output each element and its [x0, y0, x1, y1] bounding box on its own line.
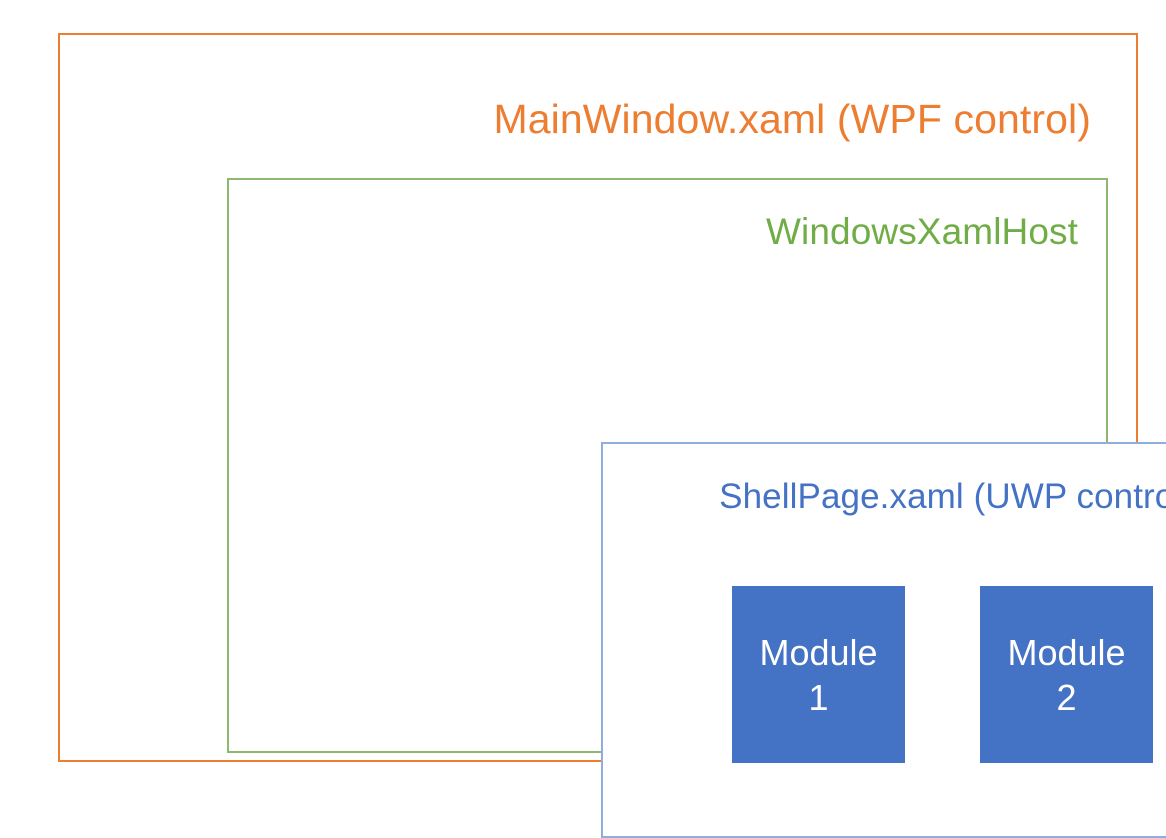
module-1-label-line1: Module: [759, 631, 878, 673]
module-2-label-line1: Module: [1007, 631, 1126, 673]
diagram-canvas: MainWindow.xaml (WPF control) WindowsXam…: [58, 33, 1166, 838]
windows-xaml-host-container: WindowsXamlHost ShellPage.xaml (UWP cont…: [227, 178, 1166, 838]
main-window-title: MainWindow.xaml (WPF control): [493, 96, 1091, 142]
module-1-box: Module 1: [732, 586, 905, 763]
windows-xaml-host-title: WindowsXamlHost: [766, 211, 1078, 252]
module-2-label-line2: 2: [1056, 676, 1077, 718]
module-2-box: Module 2: [980, 586, 1153, 763]
shell-page-container: ShellPage.xaml (UWP control) Module 1 Mo…: [601, 442, 1166, 838]
shell-page-title: ShellPage.xaml (UWP control): [719, 477, 1166, 516]
main-window-container: MainWindow.xaml (WPF control) WindowsXam…: [58, 33, 1166, 838]
module-1-label-line2: 1: [808, 676, 829, 718]
